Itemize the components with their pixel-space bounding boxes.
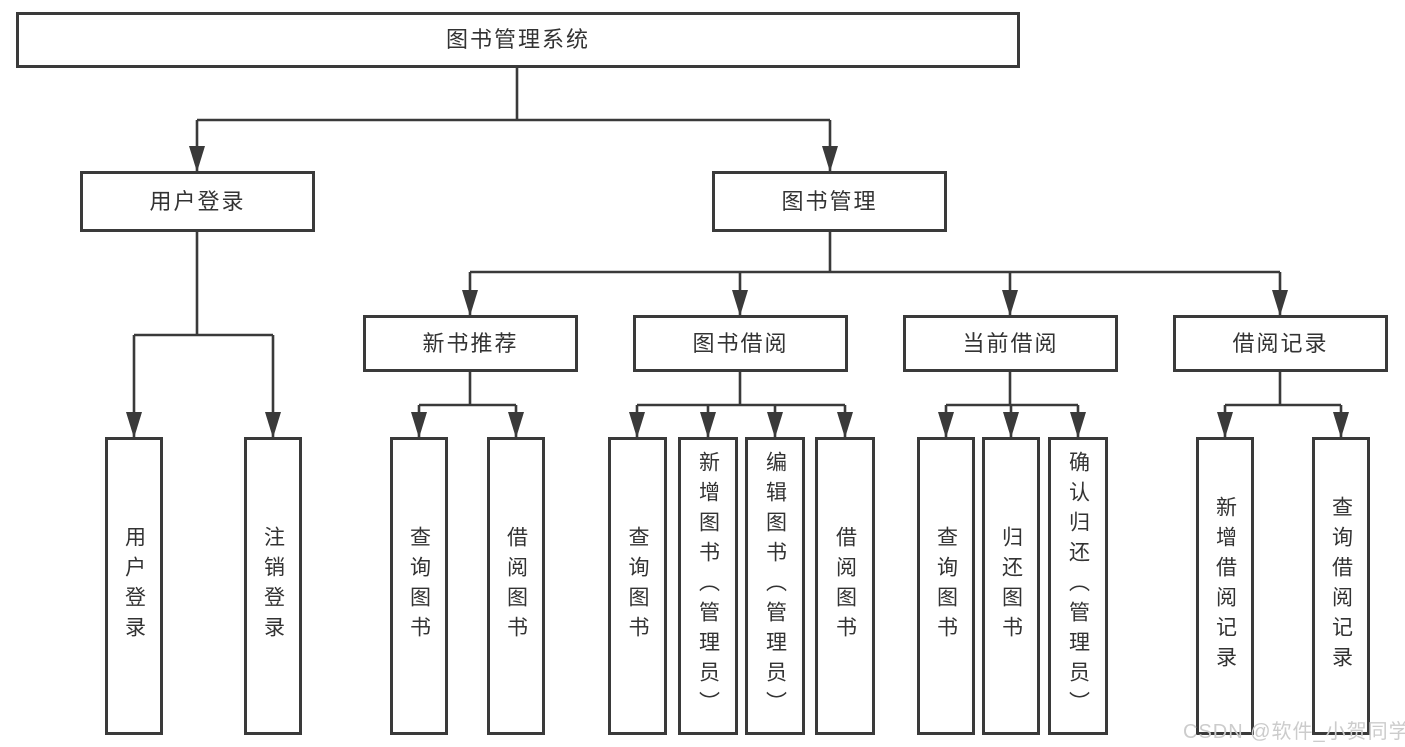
node-book-borrowing: 图书借阅 xyxy=(633,315,848,372)
leaf-user-login: 用户登录 xyxy=(105,437,163,735)
leaf-borrow-books: 借阅图书 xyxy=(487,437,545,735)
leaf-return-books: 归还图书 xyxy=(982,437,1040,735)
connector-root-split xyxy=(197,68,830,122)
node-user-login: 用户登录 xyxy=(80,171,315,232)
connector-mgmt-split xyxy=(470,232,1280,274)
node-system-root: 图书管理系统 xyxy=(16,12,1020,68)
leaf-add-book-admin: 新增图书（管理员） xyxy=(678,437,738,735)
leaf-query-borrow-record: 查询借阅记录 xyxy=(1312,437,1370,735)
node-book-management: 图书管理 xyxy=(712,171,947,232)
connector-newrec-split xyxy=(419,372,516,407)
leaf-query-books: 查询图书 xyxy=(390,437,448,735)
node-new-book-recommend: 新书推荐 xyxy=(363,315,578,372)
leaf-logout: 注销登录 xyxy=(244,437,302,735)
csdn-watermark: CSDN @软件_小贺同学 xyxy=(1183,721,1405,743)
connector-borrow-split xyxy=(637,372,845,407)
leaf-borrow-books: 借阅图书 xyxy=(815,437,875,735)
leaf-query-books: 查询图书 xyxy=(608,437,667,735)
connector-login-split xyxy=(134,232,273,337)
leaf-edit-book-admin: 编辑图书（管理员） xyxy=(745,437,805,735)
connector-record-split xyxy=(1225,372,1341,407)
leaf-add-borrow-record: 新增借阅记录 xyxy=(1196,437,1254,735)
leaf-confirm-return-admin: 确认归还（管理员） xyxy=(1048,437,1108,735)
leaf-query-books: 查询图书 xyxy=(917,437,975,735)
node-current-borrowing: 当前借阅 xyxy=(903,315,1118,372)
connector-current-split xyxy=(946,372,1078,407)
node-borrowing-records: 借阅记录 xyxy=(1173,315,1388,372)
